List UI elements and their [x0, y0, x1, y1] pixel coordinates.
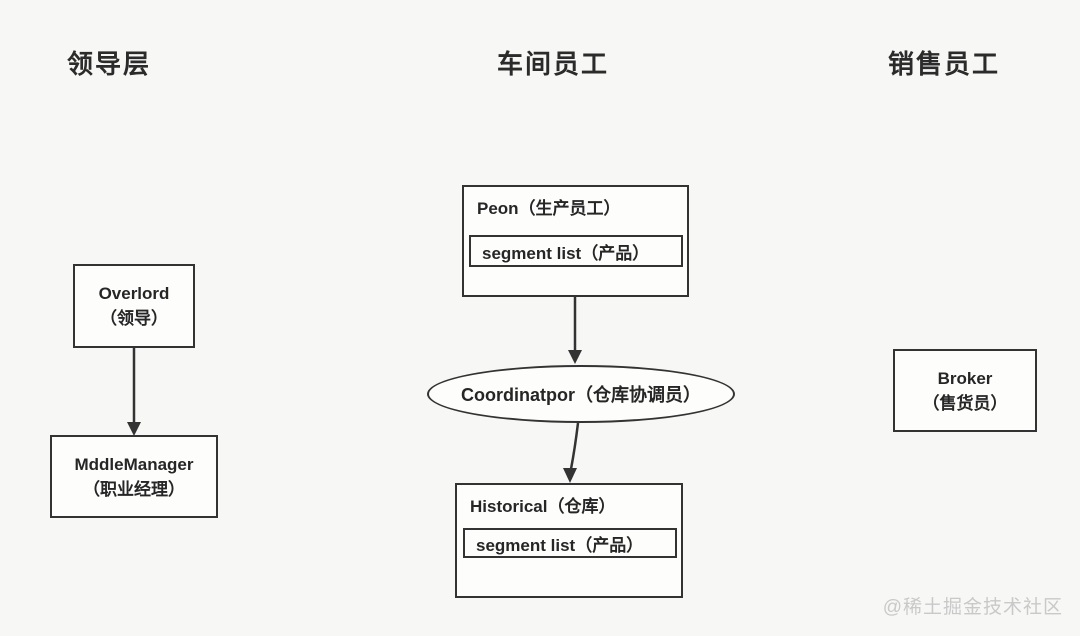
node-peon: Peon（生产员工） segment list（产品） — [462, 185, 689, 297]
node-peon-segment-list-label: segment list（产品） — [482, 243, 650, 263]
node-overlord: Overlord （领导） — [73, 264, 195, 348]
node-peon-segment-list: segment list（产品） — [469, 235, 683, 267]
watermark: @稀土掘金技术社区 — [882, 597, 1063, 618]
node-mddlemanager-name: MddleManager — [74, 454, 194, 474]
node-overlord-annotation: （领导） — [100, 309, 168, 328]
node-broker-annotation: （售货员） — [922, 393, 1008, 413]
arrow-overlord-to-mddlemanager — [127, 348, 141, 436]
column-header-leadership: 领导层 — [67, 49, 152, 79]
node-mddlemanager: MddleManager （职业经理） — [50, 435, 218, 518]
arrow-coordinator-to-historical — [563, 422, 580, 483]
node-historical-segment-list: segment list（产品） — [463, 528, 677, 558]
node-historical-segment-list-label: segment list（产品） — [476, 535, 644, 555]
node-overlord-name: Overlord — [98, 284, 170, 303]
node-coordinator: Coordinatpor（仓库协调员） — [427, 365, 735, 423]
node-coordinator-label: Coordinatpor（仓库协调员） — [461, 385, 701, 405]
node-historical-title: Historical（仓库） — [470, 497, 616, 516]
column-header-workshop: 车间员工 — [497, 49, 610, 79]
node-historical: Historical（仓库） segment list（产品） — [455, 483, 683, 598]
node-broker-name: Broker — [937, 368, 993, 388]
column-header-sales: 销售员工 — [888, 49, 1001, 79]
node-mddlemanager-annotation: （职业经理） — [83, 479, 185, 499]
node-peon-title: Peon（生产员工） — [477, 199, 621, 218]
node-broker: Broker （售货员） — [893, 349, 1037, 432]
